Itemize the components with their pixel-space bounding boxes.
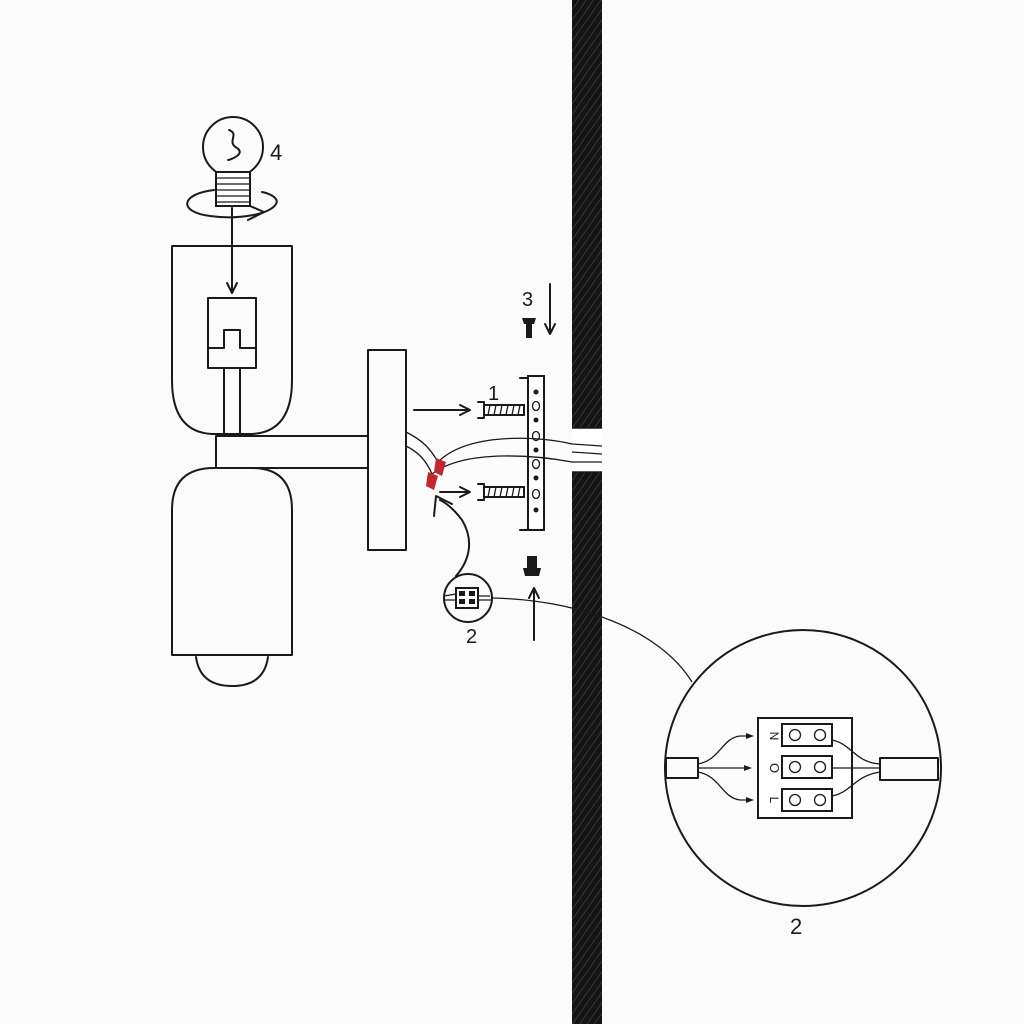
label-step-2: 2 — [466, 626, 477, 648]
label-step-3: 3 — [522, 289, 533, 311]
terminal-label-n: N — [767, 732, 781, 741]
detail-leader-line — [491, 597, 693, 683]
wall-backplate — [367, 349, 407, 551]
label-step-4: 4 — [270, 140, 282, 165]
bulb-insert-arrow — [226, 207, 238, 294]
wiring-detail-view — [664, 629, 942, 907]
wire-nut-icon — [426, 458, 446, 490]
cap-screw-top-icon — [522, 283, 556, 338]
terminal-block-small — [443, 573, 493, 623]
detail-caption-2: 2 — [790, 914, 802, 939]
supply-wires — [405, 431, 603, 475]
screw-upper-icon — [477, 401, 525, 419]
light-bulb — [202, 116, 264, 207]
terminal-label-ground: O — [767, 763, 782, 773]
screw-arrows — [413, 404, 471, 498]
rotate-arrow-icon — [186, 189, 278, 221]
cap-screw-bottom-icon — [523, 556, 541, 641]
lamp-arm — [215, 435, 369, 469]
lower-lamp-shade — [171, 467, 293, 687]
connector-insert-arrow — [433, 495, 471, 577]
label-step-1: 1 — [488, 383, 499, 405]
mounting-bracket — [519, 375, 545, 531]
upper-lamp-shade — [171, 245, 293, 435]
wall — [572, 0, 602, 1024]
screw-lower-icon — [477, 483, 525, 501]
terminal-label-l: L — [767, 797, 781, 804]
